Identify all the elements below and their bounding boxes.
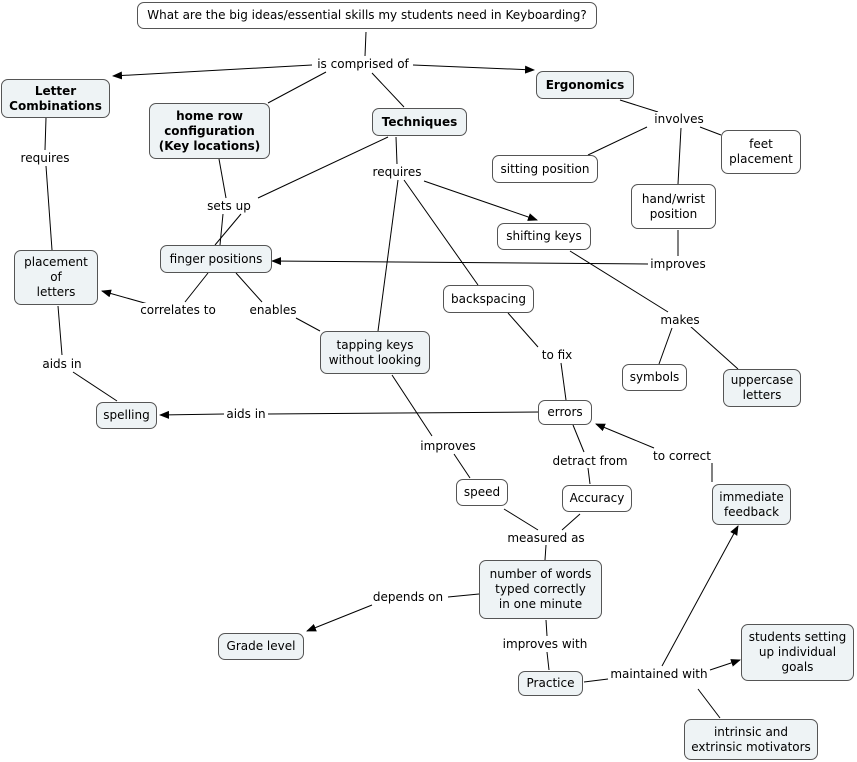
link-enables: enables	[247, 303, 299, 317]
concept-root-question[interactable]: What are the big ideas/essential skills …	[137, 2, 597, 29]
concept-finger-positions[interactable]: finger positions	[160, 245, 272, 273]
link-aids-in-errors: aids in	[224, 407, 268, 421]
concept-techniques[interactable]: Techniques	[372, 108, 467, 136]
link-makes: makes	[658, 313, 702, 327]
link-depends-on: depends on	[370, 590, 446, 604]
concept-sitting-position[interactable]: sitting position	[492, 155, 598, 183]
concept-practice[interactable]: Practice	[518, 671, 583, 696]
concept-symbols[interactable]: symbols	[622, 364, 687, 391]
concept-accuracy[interactable]: Accuracy	[562, 485, 632, 512]
concept-students-setting-goals[interactable]: students setting up individual goals	[741, 624, 854, 681]
link-improves-with: improves with	[500, 637, 590, 651]
link-aids-in-placement: aids in	[40, 357, 84, 371]
link-sets-up: sets up	[205, 199, 253, 213]
concept-backspacing[interactable]: backspacing	[443, 285, 534, 313]
link-to-fix: to fix	[539, 348, 575, 362]
link-improves-hand: improves	[648, 257, 708, 271]
concept-shifting-keys[interactable]: shifting keys	[497, 223, 591, 250]
concept-spelling[interactable]: spelling	[96, 402, 157, 429]
concept-tapping-keys-without-looking[interactable]: tapping keys without looking	[320, 331, 430, 374]
concept-words-per-minute[interactable]: number of words typed correctly in one m…	[479, 560, 602, 619]
concept-speed[interactable]: speed	[456, 479, 508, 506]
concept-ergonomics[interactable]: Ergonomics	[536, 71, 634, 99]
concept-immediate-feedback[interactable]: immediate feedback	[712, 484, 791, 525]
link-requires-letters: requires	[18, 151, 72, 165]
concept-errors[interactable]: errors	[538, 400, 592, 425]
link-requires-techniques: requires	[370, 165, 424, 179]
concept-grade-level[interactable]: Grade level	[218, 633, 304, 660]
link-improves-speed: improves	[418, 439, 478, 453]
concept-intrinsic-extrinsic-motivators[interactable]: intrinsic and extrinsic motivators	[684, 719, 818, 760]
concept-home-row-configuration[interactable]: home row configuration (Key locations)	[149, 103, 270, 159]
link-involves: involves	[652, 112, 706, 126]
concept-placement-of-letters[interactable]: placement of letters	[14, 250, 98, 305]
concept-uppercase-letters[interactable]: uppercase letters	[723, 369, 801, 407]
link-measured-as: measured as	[505, 531, 587, 545]
link-to-correct: to correct	[651, 449, 713, 463]
link-correlates-to: correlates to	[138, 303, 218, 317]
concept-feet-placement[interactable]: feet placement	[721, 130, 801, 174]
link-maintained-with: maintained with	[608, 667, 710, 681]
link-detract-from: detract from	[550, 454, 630, 468]
concept-letter-combinations[interactable]: Letter Combinations	[1, 79, 110, 118]
concept-hand-wrist-position[interactable]: hand/wrist position	[631, 184, 716, 229]
link-is-comprised-of: is comprised of	[315, 57, 411, 71]
